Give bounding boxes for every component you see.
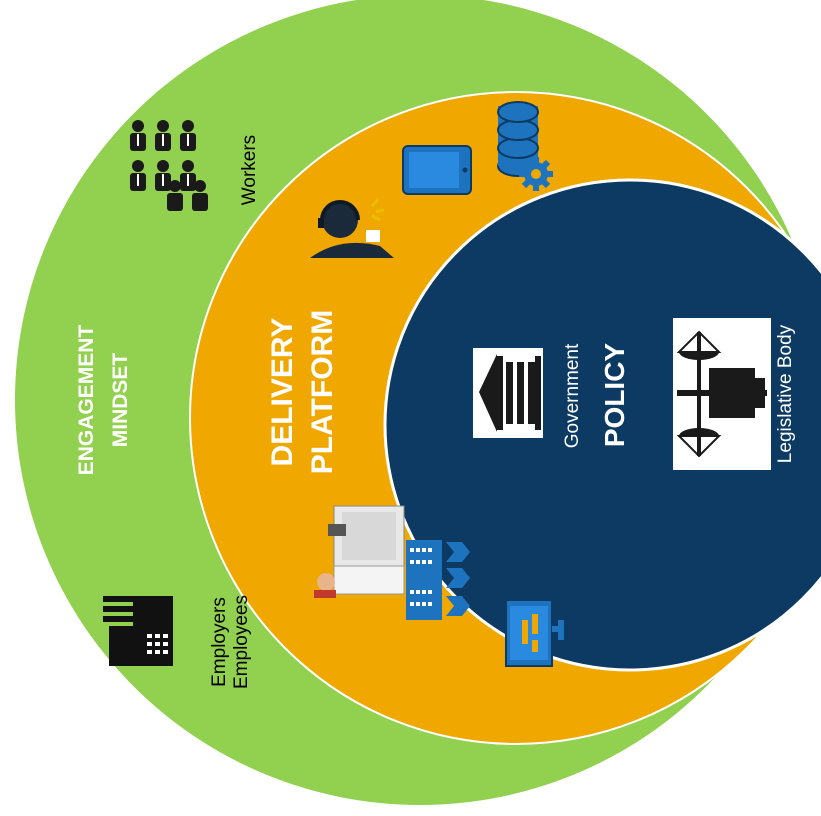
engagement-title-line2: MINDSET xyxy=(109,352,132,448)
employees-label: Employees xyxy=(231,595,252,689)
government-building-icon xyxy=(473,348,543,438)
employer-building-icon xyxy=(103,596,173,666)
factory-arrows-icon xyxy=(406,540,470,620)
workers-label: Workers xyxy=(239,134,260,206)
engagement-title-line1: ENGAGEMENT xyxy=(75,324,98,476)
scales-of-justice-icon xyxy=(673,318,771,470)
delivery-platform-title: DELIVERY PLATFORM xyxy=(263,282,347,502)
policy-title: POLICY xyxy=(599,342,630,448)
legislative-body-label: Legislative Body xyxy=(775,324,796,464)
engagement-mindset-title: ENGAGEMENT MINDSET xyxy=(70,290,146,510)
delivery-title-line2: PLATFORM xyxy=(306,309,339,475)
employers-employees-label: Employers Employees xyxy=(209,577,257,707)
government-label: Government xyxy=(562,343,583,449)
workers-group-icon xyxy=(130,120,208,211)
office-worker-desk-icon xyxy=(314,505,405,598)
policy-circle xyxy=(383,178,821,672)
call-center-agent-icon xyxy=(310,198,394,258)
tablet-icon xyxy=(402,145,472,195)
delivery-title-line1: DELIVERY xyxy=(266,317,299,467)
database-gear-icon xyxy=(497,101,553,191)
employers-label: Employers xyxy=(209,597,230,687)
presentation-board-icon xyxy=(505,599,564,667)
